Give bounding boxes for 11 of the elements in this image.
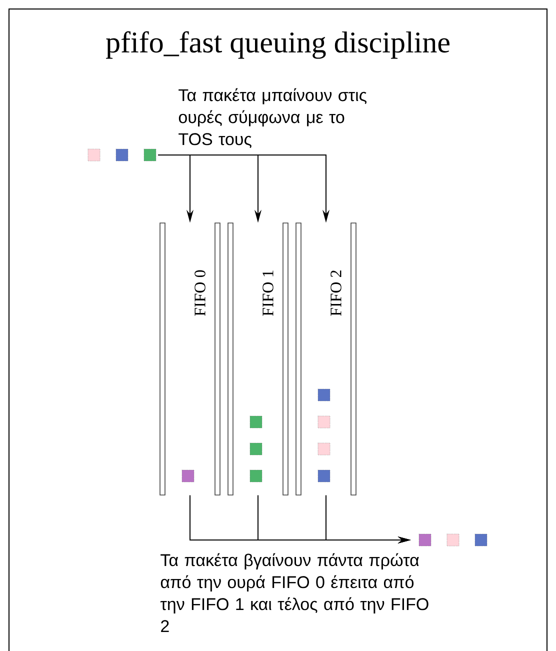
fifo-queue: FIFO 2 [296, 222, 356, 496]
title: pfifo_fast queuing discipline [106, 31, 450, 59]
fifo-queue: FIFO 0 [160, 222, 220, 496]
node-label: FIFO 0 [194, 270, 206, 316]
node-label: FIFO 2 [330, 270, 342, 316]
fifo-queue: FIFO 1 [228, 222, 288, 496]
note-text: Τα πακέτα βγαίνουν πάντα πρώτα από την ουρά FIFO 0 έπειτα από την FIFO 1 και τέλος από την FIFO 2 [160, 553, 428, 632]
note-text: Τα πακέτα μπαίνουν στις ουρές σύμφωνα με το TOS τους [178, 88, 366, 148]
packet-group [418, 534, 488, 546]
packet-group [88, 148, 156, 162]
node-label: FIFO 1 [262, 270, 274, 316]
